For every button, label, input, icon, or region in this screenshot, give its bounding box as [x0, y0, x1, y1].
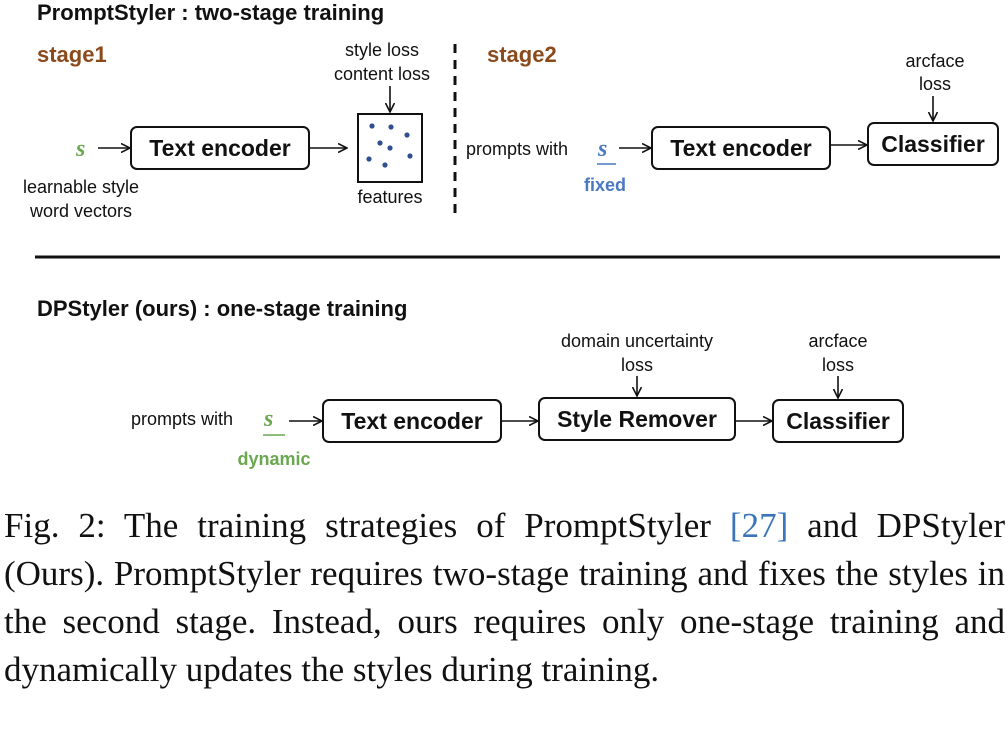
features-box: [357, 113, 423, 183]
dp-style-variable: s: [263, 406, 273, 432]
classifier-loss-line2: loss: [822, 355, 854, 375]
stage2-prompt-text: prompts with: [466, 139, 568, 159]
remover-loss-line2: loss: [621, 355, 653, 375]
classifier-loss-line1: arcface: [808, 331, 867, 351]
stage2-label: stage2: [487, 42, 557, 67]
dp-prompt-text: prompts with: [131, 409, 233, 429]
figure-caption: Fig. 2: The training strategies of Promp…: [4, 502, 1005, 694]
dp-classifier-label: Classifier: [786, 408, 890, 434]
stage1-var-desc-line1: learnable style: [23, 177, 139, 197]
training-strategies-diagram: PromptStyler : two-stage training stage1…: [23, 0, 1000, 469]
style-remover-label: Style Remover: [557, 406, 717, 432]
dpstyler-title: DPStyler (ours) : one-stage training: [37, 296, 407, 321]
caption-suffix: and DPStyler (Ours). PromptStyler requir…: [4, 506, 1005, 689]
dp-classifier-box: [772, 399, 904, 443]
stage2-text-encoder-box: [651, 126, 831, 170]
citation-link[interactable]: [27]: [729, 506, 789, 545]
stage2-fixed-note: fixed: [584, 175, 626, 195]
stage1-text-encoder-label: Text encoder: [149, 135, 290, 161]
stage2-style-variable: s: [597, 136, 607, 162]
stage2-classifier-label: Classifier: [881, 131, 985, 157]
stage1-loss-line1: style loss: [345, 40, 419, 60]
stage1-label: stage1: [37, 42, 107, 67]
stage1-loss-line2: content loss: [334, 64, 430, 84]
style-remover-box: [538, 397, 736, 441]
dp-text-encoder-label: Text encoder: [341, 408, 482, 434]
stage2-loss-line2: loss: [919, 74, 951, 94]
stage2-loss-line1: arcface: [905, 51, 964, 71]
caption-prefix: Fig. 2: The training strategies of Promp…: [4, 506, 730, 545]
dp-dynamic-note: dynamic: [237, 449, 310, 469]
stage1-var-desc-line2: word vectors: [29, 201, 132, 221]
stage2-classifier-box: [867, 122, 999, 166]
stage1-style-variable: s: [75, 136, 85, 162]
feature-dots: [366, 123, 413, 168]
promptstyler-title: PromptStyler : two-stage training: [37, 0, 384, 25]
stage2-text-encoder-label: Text encoder: [670, 135, 811, 161]
remover-loss-line1: domain uncertainty: [561, 331, 713, 351]
features-label: features: [357, 187, 422, 207]
